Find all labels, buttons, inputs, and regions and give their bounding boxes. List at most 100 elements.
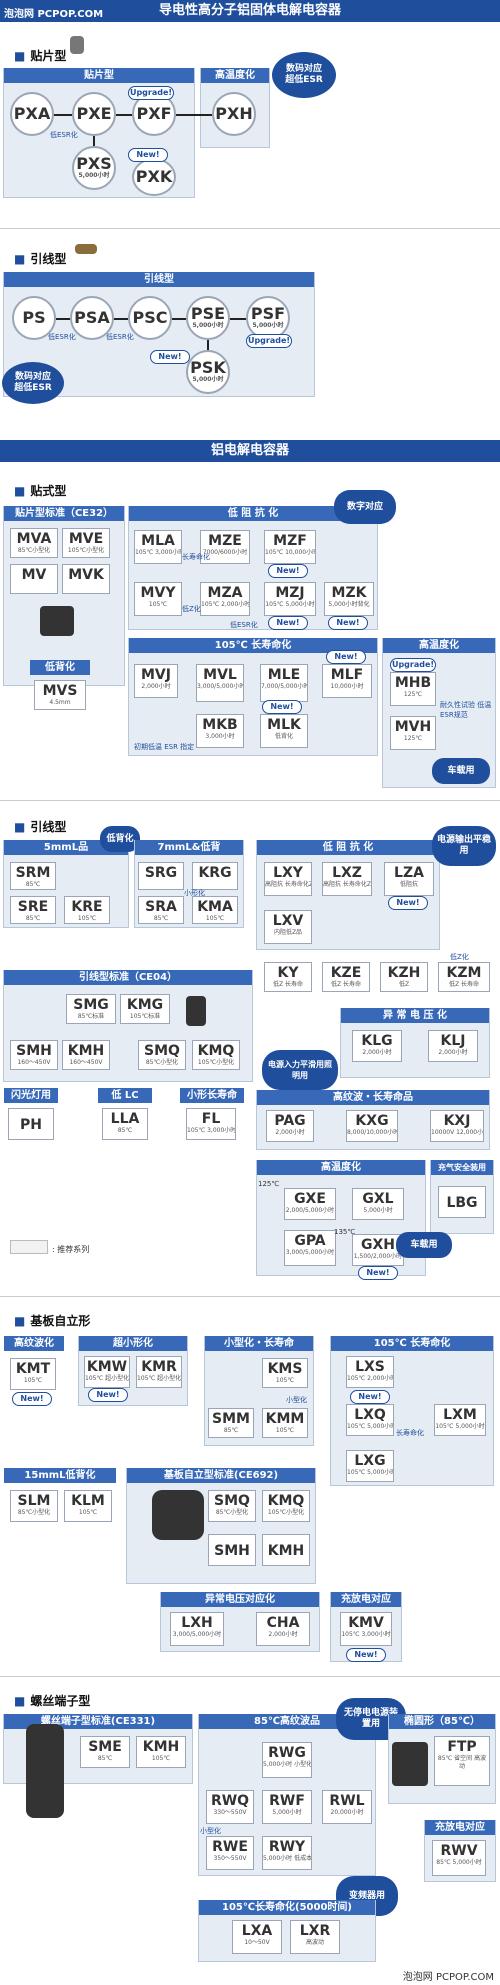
mv-box[interactable]: MV [10,564,58,594]
kmh-snapin-box[interactable]: KMH [262,1534,310,1566]
pxe-node[interactable]: PXE [72,92,116,136]
psa-node[interactable]: PSA [70,296,114,340]
pxa-node[interactable]: PXA [10,92,54,136]
krg-box[interactable]: KRG [192,862,238,890]
psc-node[interactable]: PSC [128,296,172,340]
small-note: 小型化 [200,1827,221,1835]
pxk-node[interactable]: PXK [132,158,176,196]
ph-box[interactable]: PH [8,1108,54,1140]
capacitor-image [392,1742,428,1786]
pxh-node[interactable]: PXH [212,92,256,136]
smh-snapin-box[interactable]: SMH [208,1534,256,1566]
mvk-box[interactable]: MVK [62,564,110,594]
psf-sub: 5,000小时 [252,322,284,329]
rwq-label: RWQ [210,1793,250,1809]
lbg-box[interactable]: LBG [438,1186,486,1218]
mzj-label: MZJ [275,585,305,601]
ps-node[interactable]: PS [12,296,56,340]
srg-box[interactable]: SRG [138,862,184,890]
std-title: 贴片型标准（CE32） [4,506,124,521]
